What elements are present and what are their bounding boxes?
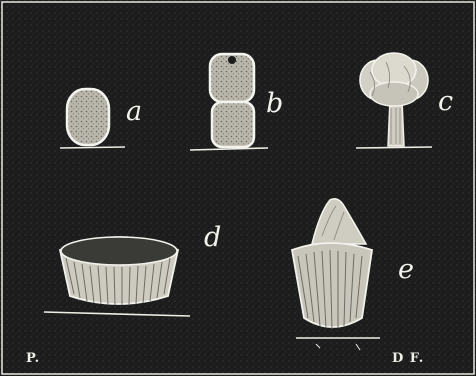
label-e: e [398, 256, 414, 283]
engraver-signature-right: D F. [392, 352, 424, 365]
label-b: b [266, 90, 283, 117]
label-a: a [126, 98, 142, 125]
label-c: c [438, 88, 453, 115]
engraver-signature-left: P. [26, 352, 40, 365]
label-d: d [204, 224, 221, 251]
